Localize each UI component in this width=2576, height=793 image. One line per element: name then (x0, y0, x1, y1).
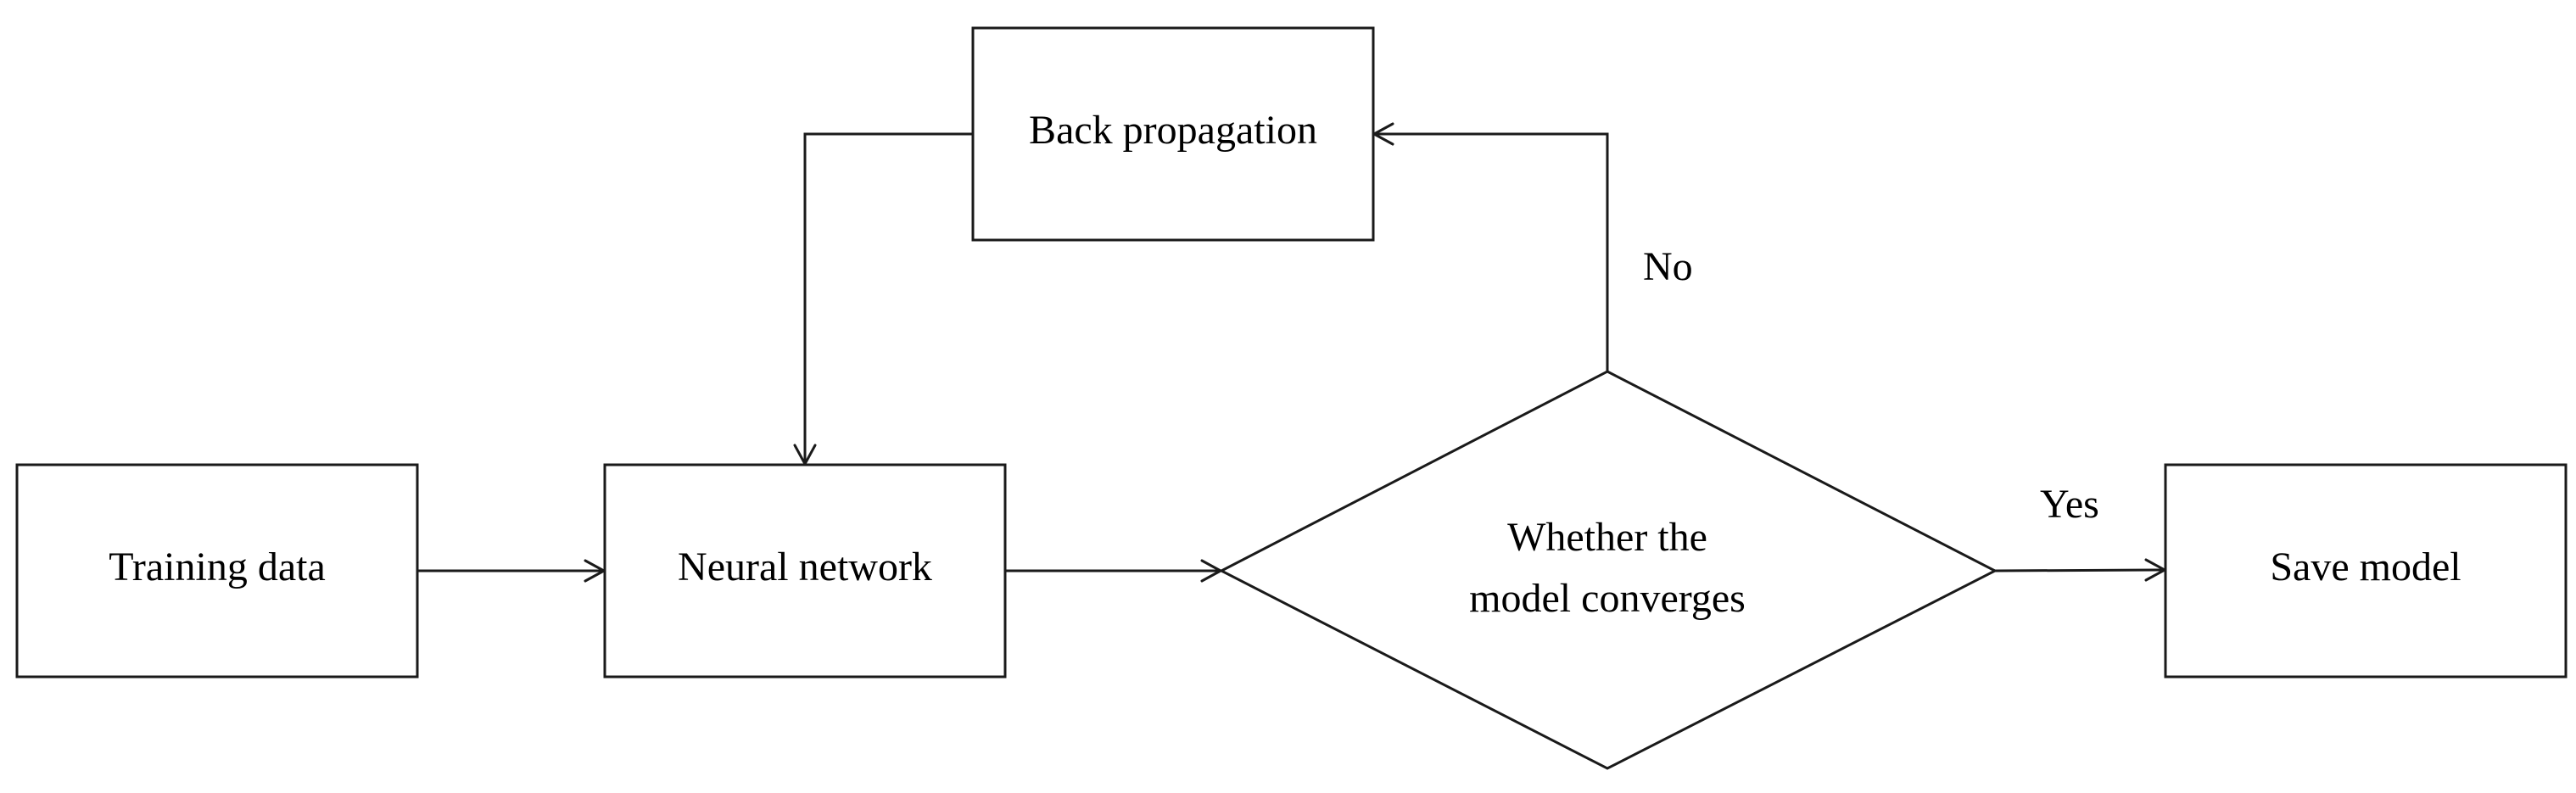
node-neural-network-label: Neural network (678, 544, 932, 589)
edge-training-to-network (417, 559, 606, 583)
edge-network-to-decision (1005, 559, 1222, 583)
arrowhead-icon (793, 444, 817, 466)
node-training-data: Training data (15, 463, 419, 679)
arrowhead-icon (584, 559, 606, 583)
node-training-data-label: Training data (109, 544, 326, 589)
node-decision-label-line1: Whether the (1507, 515, 1707, 560)
node-back-propagation-label: Back propagation (1029, 108, 1317, 153)
node-save-model: Save model (2164, 463, 2568, 679)
node-decision-converges: Whether the model converges (1218, 370, 1998, 770)
arrowhead-icon (1372, 122, 1394, 146)
node-neural-network: Neural network (603, 463, 1007, 679)
edge-label-no: No (1643, 244, 1693, 289)
edge-decision-to-backprop (1372, 122, 1609, 371)
node-decision-label-line2: model converges (1469, 576, 1746, 621)
node-save-model-label: Save model (2270, 544, 2461, 589)
arrowhead-icon (2144, 558, 2166, 582)
arrowhead-icon (1200, 559, 1222, 583)
edge-backprop-to-network (793, 132, 973, 466)
node-back-propagation: Back propagation (971, 26, 1375, 242)
edge-decision-to-save (1994, 558, 2166, 582)
edge-label-yes: Yes (2040, 482, 2099, 527)
